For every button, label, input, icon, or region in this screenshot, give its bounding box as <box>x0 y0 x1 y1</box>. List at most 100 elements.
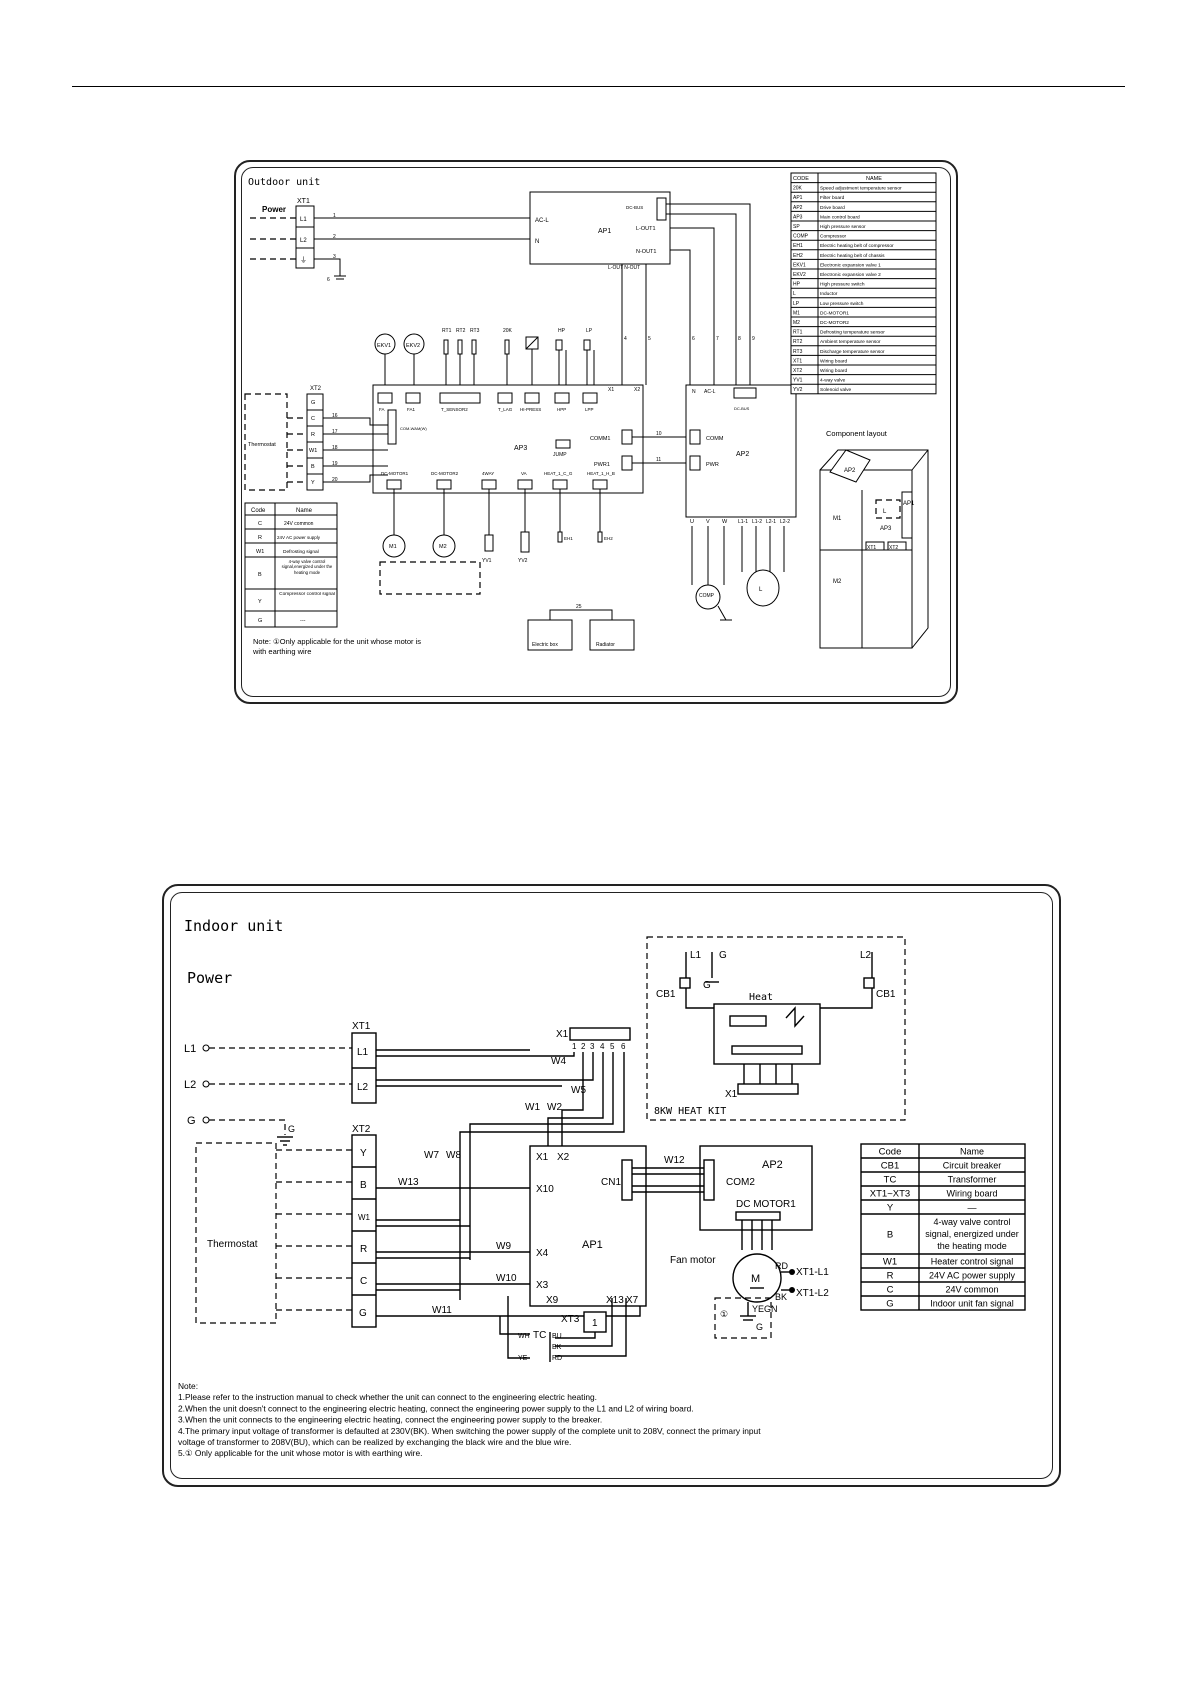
legend-code: AP3 <box>793 214 803 220</box>
legend-code: LP <box>793 301 800 307</box>
indoor-table-code: B <box>887 1230 893 1241</box>
legend-code: XT2 <box>793 368 802 374</box>
svg-text:FA: FA <box>379 407 385 412</box>
legend-name: Filter board <box>820 195 845 201</box>
svg-text:6: 6 <box>621 1042 626 1051</box>
legend-name: DC-MOTOR1 <box>820 310 849 316</box>
svg-text:V: V <box>706 519 710 525</box>
svg-text:W: W <box>722 519 728 525</box>
legend-code: AP1 <box>793 195 803 201</box>
svg-text:C: C <box>311 416 315 422</box>
svg-text:RT3: RT3 <box>470 328 480 334</box>
outdoor-xt1-board <box>295 205 315 269</box>
svg-text:AP3: AP3 <box>880 526 892 532</box>
svg-text:G: G <box>311 400 315 406</box>
svg-text:W1: W1 <box>256 549 264 555</box>
svg-text:4: 4 <box>600 1042 605 1051</box>
svg-text:RT2: RT2 <box>456 328 466 334</box>
indoor-table-name: Wiring board <box>946 1189 997 1199</box>
outdoor-code-table: Code Name C 24V common R 24V AC power su… <box>244 502 338 628</box>
svg-text:Name: Name <box>296 508 313 514</box>
note-line: voltage of transformer to 208V(BU), whic… <box>178 1437 571 1447</box>
svg-text:EH2: EH2 <box>604 536 613 541</box>
component-layout-drawing: AP2 M1 L AP3 AP1 XT1 XT2 M2 <box>819 449 929 649</box>
svg-text:HPP: HPP <box>557 407 566 412</box>
ap2-outputs: U V W L1-1 L1-2 L2-1 L2-2 <box>690 519 790 525</box>
svg-text:COM2: COM2 <box>726 1177 755 1188</box>
svg-text:EKV2: EKV2 <box>406 343 420 349</box>
legend-name: Speed adjustment temperature sensor <box>820 186 902 192</box>
compressor-icon <box>695 584 721 610</box>
svg-text:DC-MOTOR2: DC-MOTOR2 <box>431 471 459 476</box>
heater-element <box>713 1003 821 1065</box>
outdoor-ap3-label: AP3 <box>514 445 527 452</box>
legend-code: EKV1 <box>793 262 806 268</box>
outdoor-xt1-label: XT1 <box>297 198 310 205</box>
note-line: 4.The primary input voltage of transform… <box>178 1426 761 1436</box>
svg-text:Y: Y <box>258 599 262 605</box>
svg-text:DC-MOTOR1: DC-MOTOR1 <box>381 471 409 476</box>
indoor-table-code: W1 <box>883 1257 897 1268</box>
indoor-table-code: C <box>887 1285 894 1296</box>
indoor-ap1-label: AP1 <box>582 1239 603 1251</box>
svg-text:VA: VA <box>521 471 527 476</box>
legend-name: Solenoid valve <box>820 387 852 393</box>
svg-text:W2: W2 <box>547 1102 562 1113</box>
svg-text:CN1: CN1 <box>601 1177 621 1188</box>
legend-name: Electronic expansion valve 1 <box>820 262 881 268</box>
svg-text:N: N <box>692 389 696 395</box>
svg-text:M1: M1 <box>833 516 842 522</box>
legend-name: Wiring board <box>820 368 848 374</box>
svg-text:YV2: YV2 <box>518 558 528 564</box>
svg-text:L1: L1 <box>690 950 702 961</box>
indoor-table-code: XT1~XT3 <box>870 1189 910 1200</box>
svg-text:Code: Code <box>251 508 266 514</box>
svg-text:C: C <box>258 521 262 527</box>
svg-text:8: 8 <box>738 336 741 342</box>
svg-text:M1: M1 <box>389 544 397 550</box>
fan-motor-icon <box>732 1253 782 1303</box>
svg-text:LP: LP <box>586 328 593 334</box>
indoor-thermostat <box>195 1142 277 1324</box>
legend-code: HP <box>793 282 801 288</box>
svg-text:4: 4 <box>624 336 627 342</box>
svg-text:6: 6 <box>327 277 330 283</box>
svg-text:M: M <box>751 1273 760 1285</box>
legend-name: High pressure sensor <box>820 224 866 230</box>
svg-text:N-OUT1: N-OUT1 <box>636 249 656 255</box>
outdoor-xt1-terminal: L1 <box>300 217 307 223</box>
indoor-table-code: Y <box>887 1203 894 1214</box>
legend-name: Defrosting temperature sensor <box>820 330 885 336</box>
legend-name: Wiring board <box>820 358 848 364</box>
svg-text:L1-1: L1-1 <box>738 519 748 525</box>
svg-text:BU: BU <box>552 1333 562 1340</box>
svg-text:W13: W13 <box>398 1177 419 1188</box>
svg-text:W4: W4 <box>551 1056 566 1067</box>
outdoor-thermostat <box>244 393 288 491</box>
legend-code: RT2 <box>793 339 803 345</box>
indoor-table-name: Indoor unit fan signal <box>930 1299 1014 1309</box>
legend-code: 20K <box>793 186 803 192</box>
svg-text:N: N <box>535 239 539 245</box>
svg-text:LPP: LPP <box>585 407 594 412</box>
m1-motor-icon <box>382 534 406 558</box>
svg-text:AC-L: AC-L <box>535 218 549 224</box>
svg-text:Radiator: Radiator <box>596 642 615 648</box>
svg-text:COMP: COMP <box>699 593 715 599</box>
svg-text:---: --- <box>300 618 306 624</box>
svg-text:20K: 20K <box>503 328 513 334</box>
svg-text:RD: RD <box>552 1355 562 1362</box>
electric-box-ground <box>527 619 573 651</box>
svg-text:L: L <box>759 587 763 593</box>
svg-text:RD: RD <box>775 1261 788 1271</box>
indoor-title: Indoor unit <box>184 917 283 935</box>
outdoor-power-label: Power <box>262 205 286 214</box>
legend-code: YV1 <box>793 378 803 384</box>
svg-text:R: R <box>258 535 262 541</box>
legend-code: AP2 <box>793 205 803 211</box>
legend-code: M1 <box>793 310 800 316</box>
svg-text:FA1: FA1 <box>407 407 416 412</box>
svg-text:L2-1: L2-1 <box>766 519 776 525</box>
legend-name: Compressor <box>820 234 847 240</box>
svg-text:PWR: PWR <box>706 462 719 468</box>
